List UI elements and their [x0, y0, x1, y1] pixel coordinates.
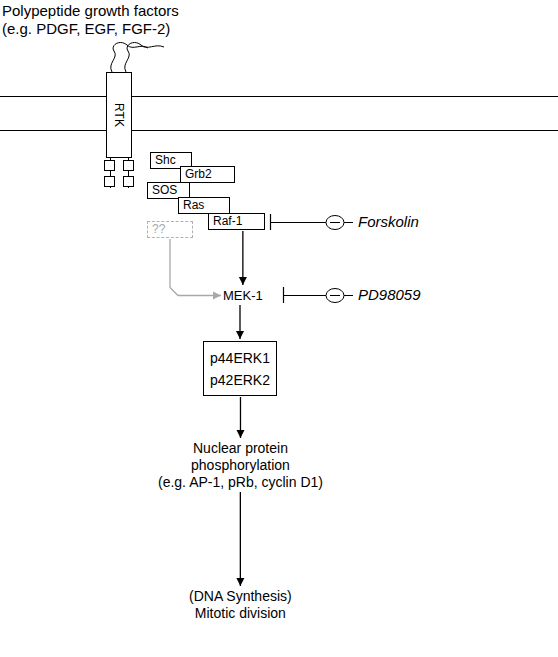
- ptyr-square: [105, 161, 115, 171]
- membrane-line: [0, 130, 558, 131]
- inhibitor-circle: [326, 289, 344, 303]
- arrow-connector: [239, 231, 247, 285]
- inhibitor-circle: [326, 216, 344, 230]
- inhibitor-label: PD98059: [358, 286, 421, 304]
- arrow-head: [213, 292, 221, 300]
- arrow-connector: [236, 305, 244, 339]
- ligand-label: Polypeptide growth factors: [2, 2, 179, 20]
- ptyr-square: [124, 161, 134, 171]
- ligand-squiggle: [125, 43, 164, 72]
- node-text: p44ERK1: [210, 347, 270, 369]
- ligand-squiggle: [111, 43, 148, 72]
- arrow-head: [236, 331, 244, 339]
- node-text: SOS: [152, 183, 185, 198]
- inhibitor-line: [344, 222, 353, 223]
- connector-line: [240, 492, 241, 586]
- node-text: Mitotic division: [189, 605, 292, 622]
- receptor-box: RTK: [106, 72, 132, 158]
- protein-box: Ras: [178, 197, 230, 214]
- arrow-head: [239, 277, 247, 285]
- process-text: Nuclear protein phosphorylation(e.g. AP-…: [158, 440, 323, 491]
- unknown-box: ??: [147, 221, 193, 238]
- arrow-connector: [170, 239, 221, 300]
- node-text: RTK: [112, 103, 126, 127]
- inhibitor-line: [344, 295, 353, 296]
- node-text: Raf-1: [213, 214, 260, 229]
- ptyr-square: [124, 177, 134, 187]
- inhibitor-label: Forskolin: [358, 213, 419, 231]
- minus-sign: [330, 295, 340, 296]
- kinase-text: MEK-1: [223, 287, 263, 304]
- node-text: Nuclear protein phosphorylation: [178, 440, 303, 474]
- membrane-line: [0, 96, 558, 97]
- ligand-label: (e.g. PDGF, EGF, FGF-2): [2, 20, 170, 38]
- inhibitor-line: [270, 222, 326, 223]
- node-text: MEK-1: [223, 287, 263, 304]
- protein-box: Raf-1: [208, 213, 265, 230]
- outcome-text: (DNA Synthesis)Mitotic division: [189, 588, 292, 622]
- node-text: Ras: [183, 198, 225, 213]
- node-text: ??: [152, 222, 188, 237]
- node-text: p42ERK2: [210, 369, 270, 391]
- protein-box: Grb2: [180, 166, 235, 183]
- arrow-connector: [236, 397, 244, 438]
- connector-line: [242, 231, 243, 285]
- node-text: (DNA Synthesis): [189, 588, 292, 605]
- ptyr-square: [105, 177, 115, 187]
- connector-line: [170, 239, 221, 296]
- node-text: Grb2: [185, 167, 230, 182]
- erk-box: p44ERK1p42ERK2: [203, 341, 277, 396]
- arrow-head: [236, 430, 244, 438]
- arrow-connector: [236, 492, 244, 586]
- arrow-head: [236, 578, 244, 586]
- minus-sign: [330, 222, 340, 223]
- inhibitor-line: [283, 295, 326, 296]
- node-text: (e.g. AP-1, pRb, cyclin D1): [158, 474, 323, 491]
